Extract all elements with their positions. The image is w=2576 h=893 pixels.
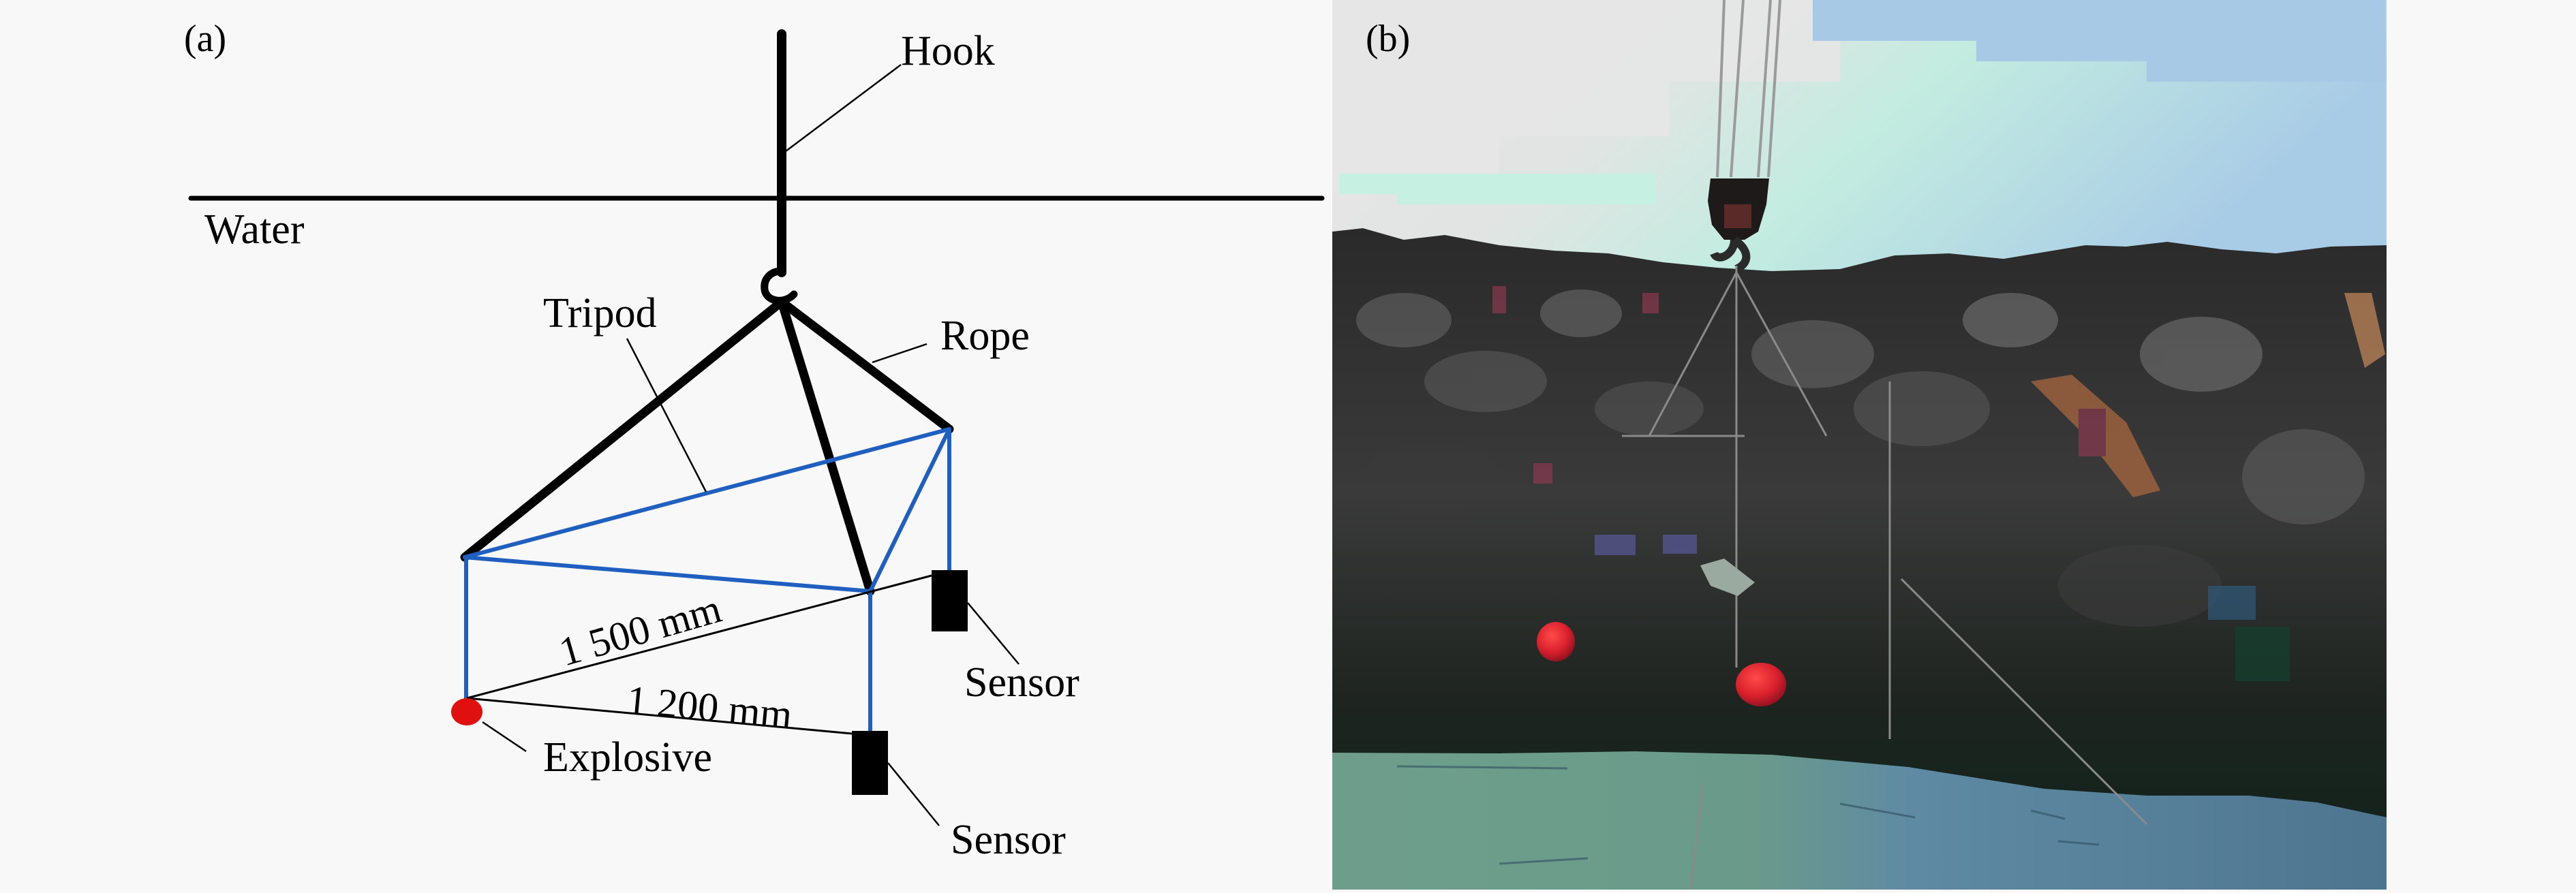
sensor-upper-label: Sensor bbox=[964, 659, 1079, 706]
crane-hook-icon bbox=[1710, 236, 1751, 273]
hook-leader bbox=[785, 64, 902, 152]
photo-rock-wall bbox=[1332, 228, 2387, 817]
rig-sensor-object bbox=[1700, 559, 1755, 596]
distance-line-1200 bbox=[466, 697, 853, 735]
sensor-upper bbox=[932, 570, 968, 631]
water-label: Water bbox=[204, 206, 305, 253]
photo-water bbox=[1332, 751, 2387, 890]
photo-sky-blue-patch bbox=[1813, 0, 2385, 82]
photo-sky-mint-band bbox=[1339, 174, 1656, 204]
panel-b-label: (b) bbox=[1366, 18, 1410, 60]
rope-label: Rope bbox=[940, 313, 1030, 359]
rope-middle bbox=[777, 297, 875, 596]
sensor-lower bbox=[852, 731, 888, 795]
tripod-edge-front-left bbox=[463, 555, 872, 593]
panel-a: (a) Water Hook Tripod Rope 1 50 bbox=[184, 18, 1325, 863]
buoy-right bbox=[1736, 663, 1786, 706]
distance-line-1500 bbox=[466, 574, 932, 700]
tripod-label: Tripod bbox=[543, 290, 657, 336]
photo-rock-color-patches bbox=[1492, 286, 2385, 681]
rope-right bbox=[777, 297, 954, 434]
photo-cloud bbox=[1332, 0, 1840, 191]
panel-a-label: (a) bbox=[184, 18, 226, 60]
tripod-edge-front-right bbox=[868, 427, 951, 593]
photo-water-ripples bbox=[1396, 765, 2100, 865]
tripod-edge-back bbox=[463, 427, 951, 559]
rope-left bbox=[460, 297, 786, 562]
crane-cables bbox=[1716, 0, 1781, 178]
tripod-leader bbox=[626, 338, 707, 492]
rig-ropes bbox=[1622, 266, 2148, 890]
distance-label-1500: 1 500 mm bbox=[554, 586, 726, 675]
hook-label: Hook bbox=[901, 28, 995, 74]
tripod-frame bbox=[463, 427, 951, 733]
sensor-lower-label: Sensor bbox=[951, 817, 1066, 863]
sensor-upper-leader bbox=[967, 602, 1019, 665]
distance-label-1200: 1 200 mm bbox=[625, 677, 794, 737]
explosive-leader bbox=[482, 721, 527, 753]
sensor-lower-leader bbox=[887, 762, 940, 826]
panel-b-photo: (b) bbox=[1332, 0, 2387, 890]
explosive-charge bbox=[451, 698, 482, 725]
rope-leader bbox=[872, 343, 927, 364]
explosive-label: Explosive bbox=[543, 734, 712, 781]
crane-hook-marking bbox=[1724, 204, 1751, 228]
buoy-left bbox=[1537, 622, 1575, 661]
photo-rock-texture bbox=[1356, 289, 2365, 627]
